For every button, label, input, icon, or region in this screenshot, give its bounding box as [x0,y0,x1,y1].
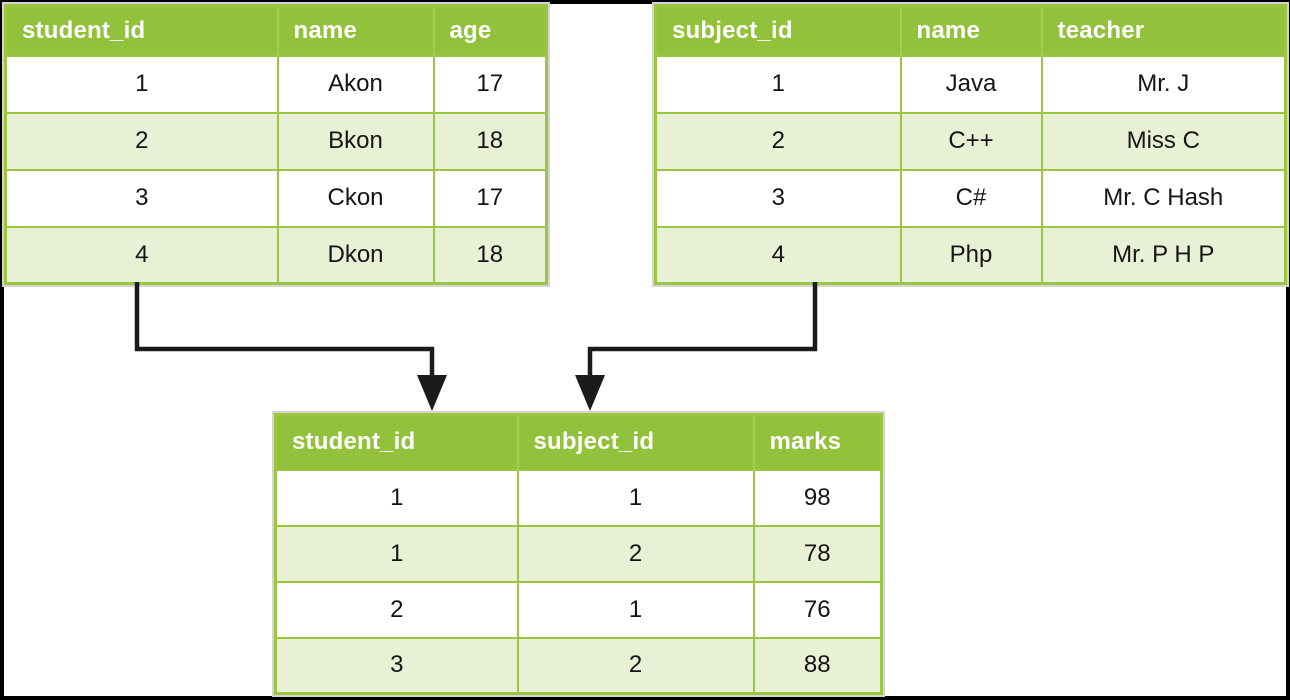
header-subject-id: subject_id [516,414,755,470]
header-name: name [276,5,435,56]
table-row: 3 Ckon 17 [4,168,548,228]
cell: 1 [4,54,279,114]
cell: 3 [654,168,902,228]
cell: 1 [654,54,902,114]
cell: Php [899,225,1043,285]
cell: Java [899,54,1043,114]
table-row: 2 Bkon 18 [4,111,548,171]
table-row: 1 1 98 [274,468,883,527]
table-row: 2 C++ Miss C [654,111,1287,171]
arrowhead-subjects-to-marks [575,375,605,411]
cell: 1 [274,524,519,583]
cell: 2 [4,111,279,171]
connector-subjects-to-marks [587,282,818,378]
header-row: student_id subject_id marks [274,414,883,470]
cell: Mr. C Hash [1040,168,1287,228]
cell: 3 [4,168,279,228]
header-row: student_id name age [4,5,548,56]
cell: 4 [654,225,902,285]
header-row: subject_id name teacher [654,5,1287,56]
table-row: 1 Akon 17 [4,54,548,114]
header-student-id: student_id [274,414,519,470]
header-subject-id: subject_id [654,5,902,56]
cell: C# [899,168,1043,228]
cell: 18 [432,225,548,285]
cell: C++ [899,111,1043,171]
table-row: 4 Php Mr. P H P [654,225,1287,285]
arrowhead-students-to-marks [417,375,447,411]
cell: 98 [752,468,883,527]
connector-students-to-marks [134,282,435,378]
cell: Miss C [1040,111,1287,171]
cell: Bkon [276,111,435,171]
table-row: 1 Java Mr. J [654,54,1287,114]
cell: 17 [432,54,548,114]
students-table: student_id name age 1 Akon 17 2 Bkon 18 … [4,4,548,285]
students-table-header: student_id name age [4,5,548,56]
table-row: 3 C# Mr. C Hash [654,168,1287,228]
cell: 78 [752,524,883,583]
header-teacher: teacher [1040,5,1287,56]
table-row: 1 2 78 [274,524,883,583]
cell: Mr. J [1040,54,1287,114]
cell: 1 [274,468,519,527]
header-marks: marks [752,414,883,470]
cell: Dkon [276,225,435,285]
cell: 76 [752,580,883,639]
cell: 17 [432,168,548,228]
cell: 2 [274,580,519,639]
cell: Akon [276,54,435,114]
cell: Ckon [276,168,435,228]
cell: 2 [516,524,755,583]
header-name: name [899,5,1043,56]
table-row: 4 Dkon 18 [4,225,548,285]
header-age: age [432,5,548,56]
cell: 2 [654,111,902,171]
table-row: 2 1 76 [274,580,883,639]
marks-table-header: student_id subject_id marks [274,414,883,470]
cell: 2 [516,636,755,695]
cell: 1 [516,580,755,639]
cell: 88 [752,636,883,695]
cell: 4 [4,225,279,285]
cell: 1 [516,468,755,527]
header-student-id: student_id [4,5,279,56]
marks-table: student_id subject_id marks 1 1 98 1 2 7… [274,413,883,695]
cell: 18 [432,111,548,171]
table-row: 3 2 88 [274,636,883,695]
subjects-table: subject_id name teacher 1 Java Mr. J 2 C… [654,4,1287,285]
cell: Mr. P H P [1040,225,1287,285]
subjects-table-header: subject_id name teacher [654,5,1287,56]
cell: 3 [274,636,519,695]
